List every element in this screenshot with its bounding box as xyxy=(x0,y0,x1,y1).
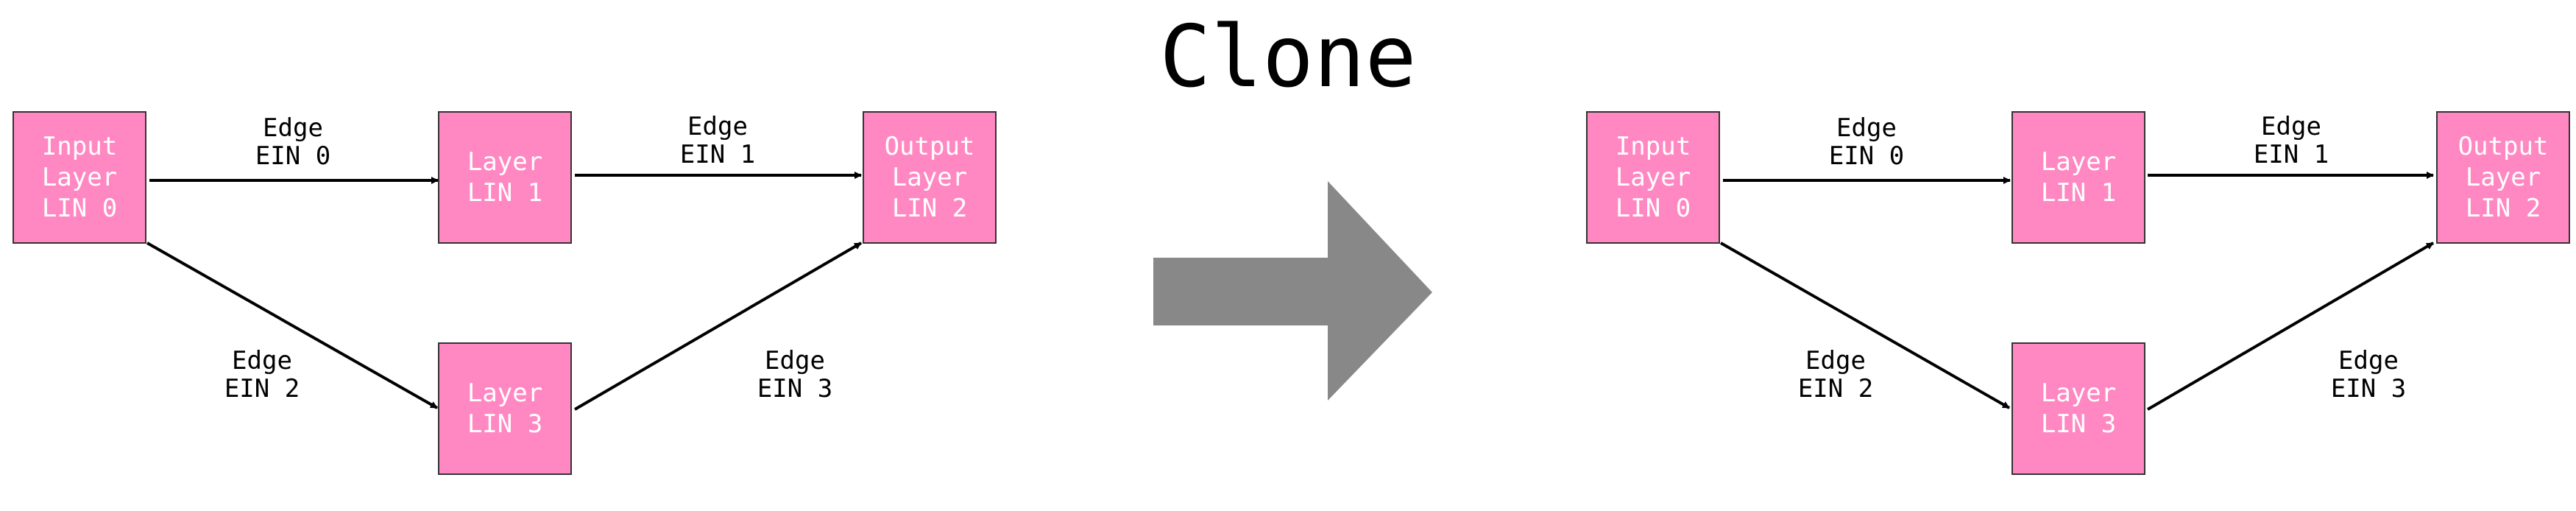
node-label: LIN 3 xyxy=(2040,409,2117,439)
node-input-layer-lin0-before: Input Layer LIN 0 xyxy=(13,111,146,244)
edge-label-line: EIN 3 xyxy=(757,374,833,403)
edge-label-ein0-before: Edge EIN 0 xyxy=(219,114,367,170)
node-label: LIN 2 xyxy=(2465,194,2541,223)
node-label: Layer xyxy=(2040,147,2117,177)
node-label: Layer xyxy=(2040,378,2117,408)
edge-label-line: Edge xyxy=(263,113,323,143)
transform-arrow xyxy=(1153,181,1432,401)
edge-label-line: EIN 2 xyxy=(1797,374,1874,403)
edge-line-ein3-before xyxy=(573,242,863,411)
edge-label-ein3-before: Edge EIN 3 xyxy=(721,347,868,403)
edge-label-line: EIN 2 xyxy=(224,374,300,403)
edge-label-line: Edge xyxy=(687,112,748,141)
edge-label-line: EIN 1 xyxy=(679,140,756,169)
edge-label-ein1-after: Edge EIN 1 xyxy=(2218,113,2365,169)
edge-label-line: Edge xyxy=(2338,346,2399,376)
node-label: Layer xyxy=(1615,163,1691,192)
edge-label-ein2-after: Edge EIN 2 xyxy=(1762,347,1909,403)
edge-label-line: Edge xyxy=(1805,346,1866,376)
node-label: LIN 0 xyxy=(41,194,118,223)
edge-label-ein0-after: Edge EIN 0 xyxy=(1793,114,1940,170)
edge-label-line: Edge xyxy=(1836,113,1897,143)
node-label: Layer xyxy=(467,147,543,177)
edge-label-line: Edge xyxy=(765,346,825,376)
node-label: LIN 0 xyxy=(1615,194,1691,223)
node-layer-lin3-after: Layer LIN 3 xyxy=(2011,342,2145,475)
node-layer-lin1-after: Layer LIN 1 xyxy=(2011,111,2145,244)
node-label: LIN 3 xyxy=(467,409,543,439)
edge-label-line: EIN 3 xyxy=(2330,374,2407,403)
node-layer-lin3-before: Layer LIN 3 xyxy=(438,342,572,475)
edge-line-ein3-after xyxy=(2146,242,2435,411)
node-label: LIN 1 xyxy=(467,178,543,208)
node-layer-lin1-before: Layer LIN 1 xyxy=(438,111,572,244)
node-output-layer-lin2-after: Output Layer LIN 2 xyxy=(2436,111,2570,244)
edge-label-line: Edge xyxy=(232,346,292,376)
node-label: Input xyxy=(1615,132,1691,161)
node-label: LIN 2 xyxy=(891,194,968,223)
edge-line-ein2-after xyxy=(1720,242,2010,409)
node-label: Layer xyxy=(41,163,118,192)
node-output-layer-lin2-before: Output Layer LIN 2 xyxy=(863,111,997,244)
edge-label-line: EIN 0 xyxy=(1828,141,1905,171)
edge-label-ein2-before: Edge EIN 2 xyxy=(188,347,336,403)
node-label: Layer xyxy=(467,378,543,408)
edge-line-ein2-before xyxy=(146,242,438,409)
node-label: Input xyxy=(41,132,118,161)
edge-label-ein3-after: Edge EIN 3 xyxy=(2295,347,2442,403)
node-label: Layer xyxy=(891,163,968,192)
node-label: Output xyxy=(2458,132,2549,161)
edge-label-ein1-before: Edge EIN 1 xyxy=(644,113,791,169)
edge-label-line: EIN 0 xyxy=(255,141,331,171)
node-label: Output xyxy=(884,132,975,161)
node-label: Layer xyxy=(2465,163,2541,192)
diagram-title: Clone xyxy=(1159,7,1417,107)
node-label: LIN 1 xyxy=(2040,178,2117,208)
edge-label-line: Edge xyxy=(2261,112,2321,141)
node-input-layer-lin0-after: Input Layer LIN 0 xyxy=(1586,111,1720,244)
edge-label-line: EIN 1 xyxy=(2253,140,2329,169)
